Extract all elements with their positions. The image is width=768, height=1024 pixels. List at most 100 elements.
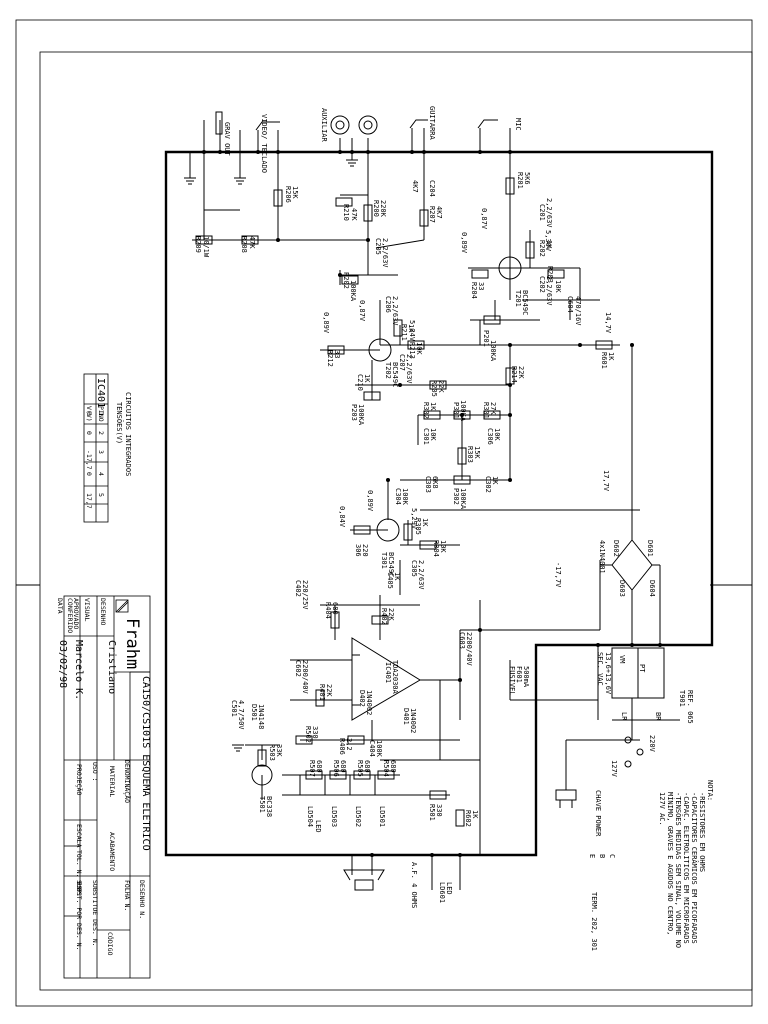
label-c603: C603 xyxy=(458,632,466,649)
label-t901: T901 xyxy=(678,690,686,707)
label-fusea: 500mA xyxy=(522,666,530,688)
label-r601: R601 xyxy=(600,352,608,369)
use-label: USO : xyxy=(91,762,99,782)
label-c603v: 2200/40V xyxy=(465,632,473,667)
label-r213: R213 xyxy=(408,342,416,359)
label-c207: C207 xyxy=(398,354,406,371)
label-ic401: IC401 xyxy=(384,662,392,683)
label-pt: PT xyxy=(638,664,646,673)
label-p301: P301 xyxy=(452,402,460,419)
label-c405v: 1K xyxy=(393,572,401,581)
label-c303v: 6K8 xyxy=(431,476,439,489)
code-label: CÓDIGO xyxy=(106,932,115,956)
label-r306: 306 xyxy=(354,544,362,557)
ic-table-pin: 1 xyxy=(97,412,105,416)
label-c207v: 2,2/63V xyxy=(405,354,413,384)
label-r204v: 33 xyxy=(477,282,485,290)
sheet-number-label: FOLHA N. xyxy=(123,880,131,911)
label-c402: C402 xyxy=(294,580,302,597)
label-r502: R502 xyxy=(304,726,312,743)
label-c501: C501 xyxy=(230,700,238,717)
label-r406: R406 xyxy=(338,738,346,755)
projection-label: PROJEÇÃO xyxy=(75,764,84,795)
label-led501: LD501 xyxy=(378,806,386,827)
label-r303: R303 xyxy=(466,446,474,463)
label-sec_v: 13,6+13,6V xyxy=(604,652,612,695)
label-t501: T501 xyxy=(258,796,266,813)
label-r214: R214 xyxy=(510,366,518,383)
replaced-label: SUBST. POR DES. N. xyxy=(75,880,83,950)
label-r602v: 1K xyxy=(471,810,479,819)
label-v127: 127V xyxy=(610,760,618,778)
notes-line: -TENSÕES MEDIDAS SEM SINAL, VOLUME NO xyxy=(674,792,683,948)
label-r401v: 22K xyxy=(325,684,333,697)
notes-title: NOTA: xyxy=(706,780,714,801)
label-r204: R204 xyxy=(470,282,478,299)
label-r404: R404 xyxy=(324,602,332,619)
outer-border xyxy=(15,19,753,1007)
label-p201: P201 xyxy=(482,330,490,347)
label-r212: R212 xyxy=(326,350,334,367)
notes-line: MÍNIMO, GRAVES E AGUDOS NO CENTRO, xyxy=(666,792,675,935)
label-v530: 5,30V xyxy=(544,230,552,252)
label-r402: R402 xyxy=(380,608,388,625)
notes-line: -CAPACITORES CERÂMICOS EM PICOFARADS xyxy=(690,792,699,944)
label-pin_e: E xyxy=(588,854,596,858)
label-r504v: 680 xyxy=(389,760,397,773)
label-sec_label: SEC. VAC xyxy=(596,652,604,686)
ic-table-voltage: -17,7 xyxy=(85,450,93,470)
label-c602: C602 xyxy=(294,660,302,677)
label-r505v: 680 xyxy=(363,760,371,773)
label-c604v: 470/16V xyxy=(574,296,582,326)
date-label: DATA xyxy=(56,598,64,614)
ic-table-subtitle: TENSÕES(V) xyxy=(115,402,124,444)
label-video_teclado: VIDEO/ TECLADO xyxy=(260,114,268,173)
ic-table-pin-label: PINO xyxy=(97,406,105,422)
ic-table-voltage: 0 xyxy=(85,472,93,476)
label-c210: C210 xyxy=(356,374,364,391)
ic-table-voltage: 0 xyxy=(85,431,93,435)
label-d402: D402 xyxy=(358,690,366,707)
title-block: Frahm CA150/CS101S ESQUEMA ELETRICO DESE… xyxy=(56,595,151,979)
label-c306: C306 xyxy=(486,428,494,445)
ic-table-pin: 2 xyxy=(97,431,105,435)
label-d601: D601 xyxy=(646,540,654,557)
label-c201: C201 xyxy=(538,204,546,221)
label-r200v: 220K xyxy=(379,200,387,218)
label-r210: R210 xyxy=(342,204,350,221)
label-term_pins: TERM. 202, 301 xyxy=(590,892,598,951)
label-r302v: 1K xyxy=(429,402,437,411)
label-ic401v: TDA2030A xyxy=(391,660,399,695)
label-d501: D501 xyxy=(250,704,258,721)
label-vm177: -17,7V xyxy=(554,562,562,588)
label-v084: 0,84V xyxy=(338,506,346,528)
visual-label: VISUAL xyxy=(83,598,91,622)
label-d603: D603 xyxy=(618,580,626,597)
label-c305v: 2,2/63V xyxy=(417,560,425,590)
label-c204v: 4K7 xyxy=(411,180,419,193)
label-t901v: REF. 065 xyxy=(686,690,694,724)
label-r406v: 2,2 xyxy=(345,738,353,751)
label-r208: R208 xyxy=(240,236,248,253)
ic-table-title: CIRCUITOS INTEGRADOS xyxy=(124,392,132,476)
label-mic: MIC xyxy=(514,118,522,131)
label-r200: R200 xyxy=(372,200,380,217)
label-r507v: 680 xyxy=(315,760,323,773)
label-r501v: 330 xyxy=(435,804,443,817)
label-p201v: 100KA xyxy=(489,340,497,362)
label-r305v: 1K xyxy=(421,518,429,527)
label-d604: D604 xyxy=(648,580,656,597)
label-d401: D401 xyxy=(402,708,410,725)
label-c602v: 2200/40V xyxy=(301,660,309,695)
label-diodes: 4x1N4001 xyxy=(598,540,606,574)
label-v089c: 0,89V xyxy=(366,490,374,512)
ic-table-voltage: 17,7 xyxy=(85,493,93,509)
label-r202: R202 xyxy=(538,240,546,257)
scale-label: ESCALA xyxy=(75,824,83,848)
notes-line: -CAPAC. ELETROLITICOS EM MICROFARADS xyxy=(682,792,690,944)
inner-border xyxy=(39,51,753,991)
label-r402v: 22K xyxy=(387,608,395,621)
label-r503: R503 xyxy=(268,744,276,761)
label-r203v: 10K xyxy=(554,280,562,293)
